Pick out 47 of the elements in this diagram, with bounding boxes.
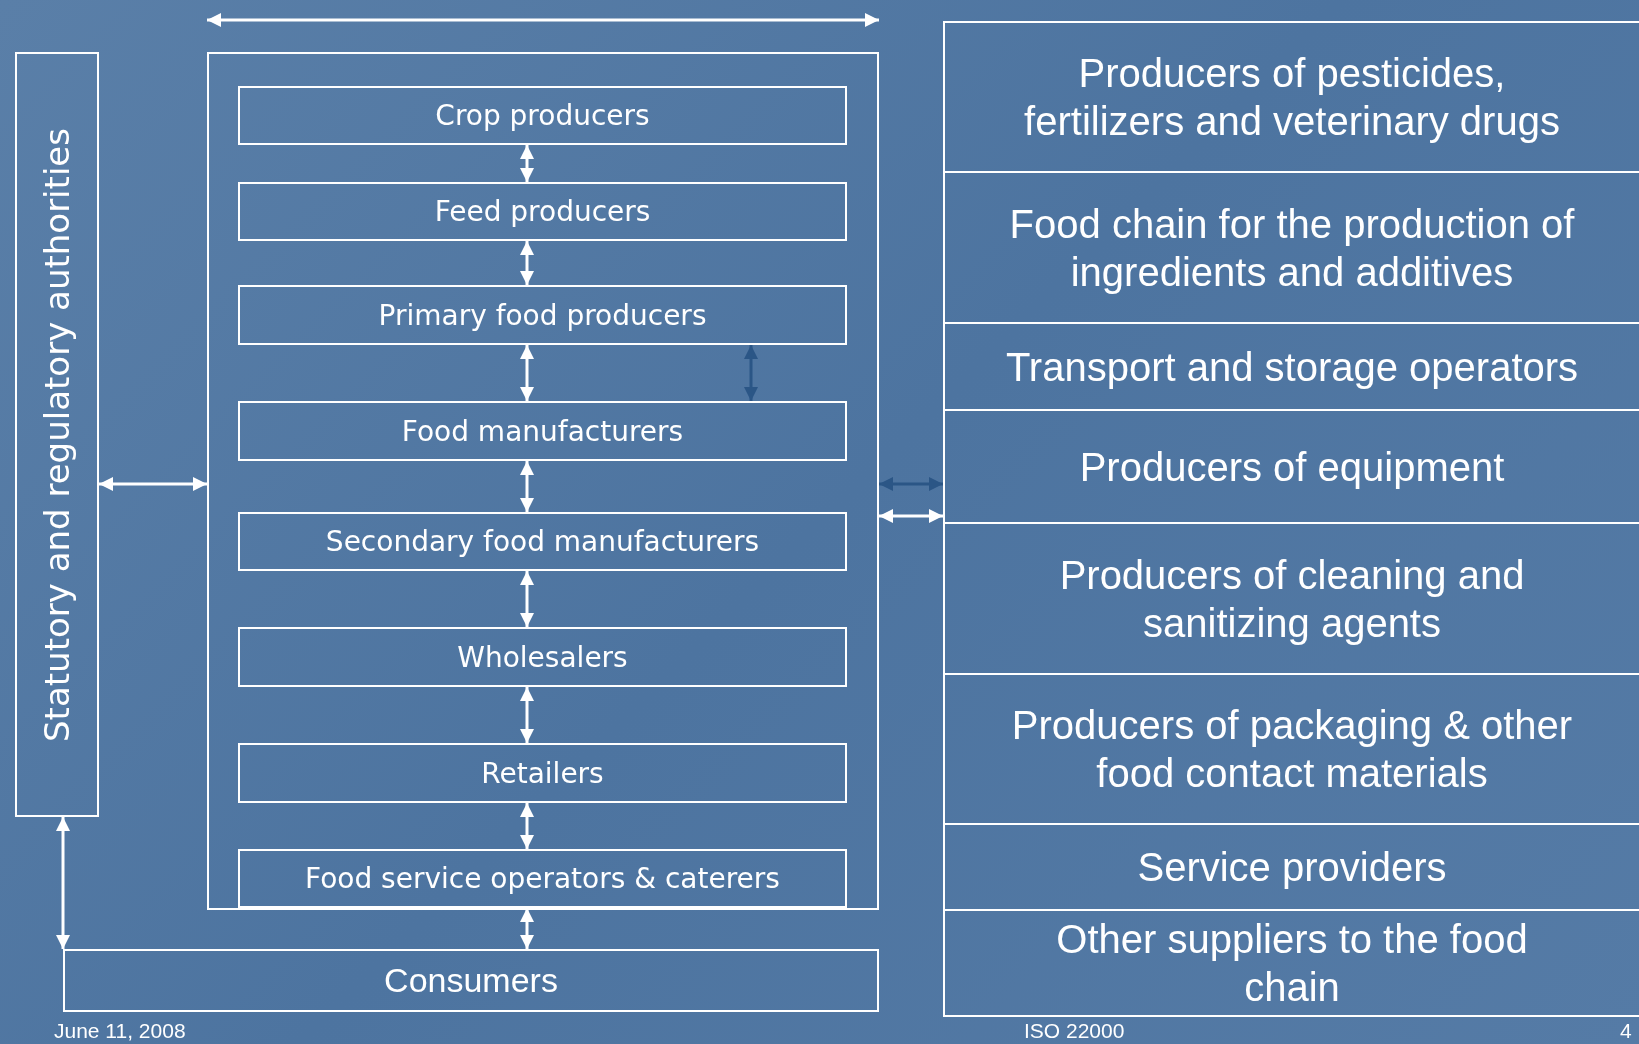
node-label: Statutory and regulatory authorities [37,127,77,742]
double-arrow [520,345,534,401]
process-box [238,182,847,241]
node-label: Transport and storage operators [1005,343,1579,391]
footer-text: 4 [1620,1019,1632,1043]
node-label: Service providers [1137,844,1447,891]
double-arrow [520,687,534,743]
node-label: Feed producers [434,195,651,228]
process-box [238,849,847,908]
footer-text: ISO 22000 [1024,1019,1125,1043]
node-label: Secondary food manufacturers [325,525,760,558]
process-box [238,285,847,345]
double-arrow [520,461,534,512]
node-label: Food service operators & caterers [305,862,780,895]
double-arrow [520,571,534,627]
process-box [238,743,847,803]
node-label: Producers of pesticides, fertilizers and veterinary drugs [1023,50,1561,145]
process-box [943,21,1639,173]
double-arrow [520,803,534,849]
double-arrow [879,477,943,491]
process-box [238,627,847,687]
process-box [238,512,847,571]
node-label: Primary food producers [378,298,707,332]
process-box [63,949,879,1012]
double-arrow [520,908,534,949]
node-label: Producers of equipment [1079,443,1505,491]
process-box [238,86,847,145]
double-arrow [744,345,758,401]
double-arrow [99,477,207,491]
food-chain-frame [207,52,879,910]
double-arrow [56,817,70,949]
node-label: Retailers [481,756,604,790]
double-arrow [520,241,534,285]
process-box [943,909,1639,1017]
node-label: Food chain for the production of ingredients and additives [1008,200,1576,296]
double-arrow [879,509,943,523]
node-label: Other suppliers to the food chain [1055,916,1529,1011]
node-label: Consumers [384,961,558,1000]
authority-box [15,52,99,817]
node-label: Producers of cleaning and sanitizing agents [1058,551,1526,647]
node-label: Wholesalers [457,640,628,674]
footer-text: June 11, 2008 [54,1019,186,1043]
node-label: Food manufacturers [401,414,684,448]
double-arrow [520,145,534,182]
node-label: Producers of packaging & other food contact materials [1010,702,1574,797]
process-box [238,401,847,461]
node-label: Crop producers [435,99,650,132]
